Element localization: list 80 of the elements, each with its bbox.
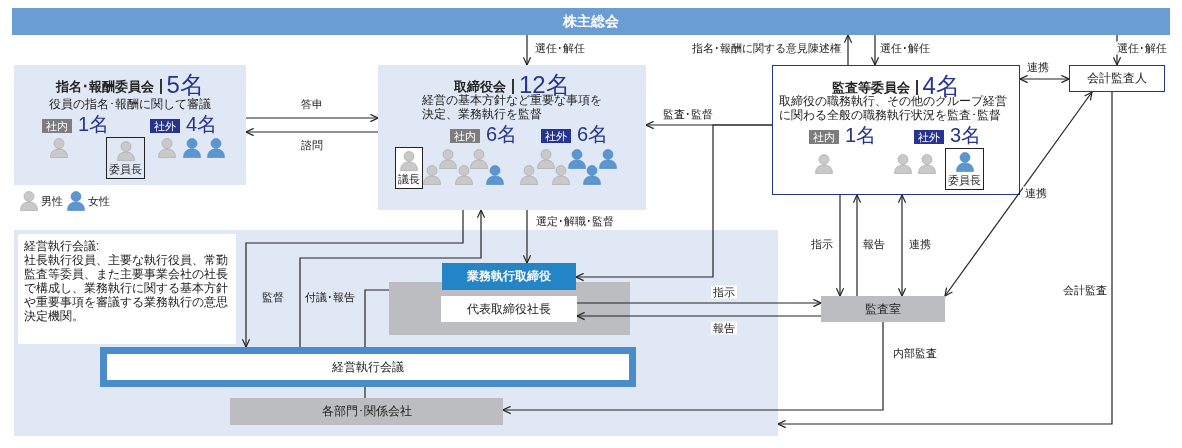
member-count: 4名: [186, 113, 218, 135]
edge-label: 連携: [1023, 186, 1049, 200]
legend-label: 男性: [41, 195, 63, 208]
group-box: [389, 282, 630, 335]
header-bar: 株主総会: [12, 8, 1170, 35]
arrow: [575, 124, 773, 282]
edge-label: 監査･監督: [661, 107, 715, 121]
edge-label: 連携: [907, 237, 933, 251]
chair-label: 委員長: [947, 174, 982, 187]
edge-label: 答申: [299, 97, 325, 111]
arrow: [843, 34, 853, 66]
process-box: 業務執行取締役: [442, 263, 576, 290]
connector-line: [364, 386, 366, 399]
chair-box: [945, 148, 984, 190]
arrow: [777, 91, 1113, 429]
edge-label: 指示: [809, 237, 835, 251]
category-badge: 社外: [914, 130, 944, 144]
edge-label: 報告: [861, 237, 887, 251]
chair-label: 委員長: [108, 163, 143, 176]
member-count: 6名: [486, 123, 518, 145]
arrow: [1019, 74, 1070, 84]
arrow: [576, 311, 822, 321]
category-badge: 社内: [42, 119, 72, 133]
edge-label: 指示: [711, 285, 737, 299]
edge-label: 連携: [1025, 60, 1051, 74]
arrow: [299, 209, 486, 348]
arrow: [576, 298, 822, 308]
member-count: 1名: [845, 124, 877, 146]
note-box: [18, 234, 236, 344]
committee-panel: [378, 65, 646, 210]
process-box: 代表取締役社長: [441, 296, 577, 322]
category-badge: 社外: [541, 129, 571, 143]
category-badge: 社内: [450, 129, 480, 143]
process-box: 各部門･関係会社: [230, 398, 503, 425]
legend-label: 女性: [88, 195, 110, 208]
committee-panel: [772, 65, 1020, 195]
process-box: 経営執行会議: [100, 347, 636, 387]
member-count: 5名: [166, 73, 204, 97]
committee-panel: [14, 65, 246, 185]
connector-line: [364, 289, 390, 348]
chair-box: [106, 137, 145, 179]
edge-label: 選任･解任: [1115, 41, 1169, 55]
member-count: 3名: [950, 124, 982, 146]
arrow: [522, 209, 532, 264]
edge-label: 監督: [260, 290, 286, 304]
edge-label: 会計監査: [1061, 283, 1109, 297]
edge-label: 選任･解任: [878, 41, 932, 55]
edge-label: 選任･解任: [533, 41, 587, 55]
note-title: 経営執行会議:: [24, 239, 101, 253]
arrow: [502, 321, 884, 415]
panel-title: 監査等委員会: [832, 79, 911, 95]
edge-label: 付議･報告: [303, 290, 357, 304]
description: 役員の指名･報酬に関して審議: [48, 97, 212, 111]
arrow: [897, 194, 907, 297]
member-count: 1名: [78, 113, 110, 135]
member-count: 6名: [577, 123, 609, 145]
note-text: 社長執行役員、主要な執行役員、常勤監査等委員、また主要事業会社の社長で構成し、業務執行に関する基本方針や重要事項を審議する業務執行の意思決定機関。: [24, 253, 229, 323]
chair-box: [395, 147, 423, 189]
process-box: 監査室: [821, 296, 945, 322]
edge-label: 報告: [711, 321, 737, 335]
panel-title: 指名･報酬委員会: [56, 78, 155, 96]
arrow: [944, 91, 1093, 297]
panel-title: 取締役会: [454, 78, 507, 94]
category-badge: 社外: [150, 119, 180, 133]
edge-label: 選定･解職･監督: [534, 214, 616, 228]
category-badge: 社内: [809, 130, 839, 144]
chair-label: 議長: [397, 173, 421, 186]
edge-label: 内部監査: [891, 346, 939, 360]
arrow: [835, 194, 845, 297]
arrow: [241, 209, 464, 348]
arrow: [522, 34, 532, 66]
edge-label: 諮問: [299, 138, 325, 152]
arrow: [870, 34, 880, 66]
edge-label: 指名･報酬に関する意見陳述権: [689, 41, 843, 55]
member-count: 4名: [922, 74, 960, 98]
section-panel: [14, 230, 778, 436]
process-box: 会計監査人: [1069, 65, 1165, 92]
arrow: [245, 127, 379, 137]
arrow: [852, 194, 862, 297]
arrow: [245, 113, 379, 123]
